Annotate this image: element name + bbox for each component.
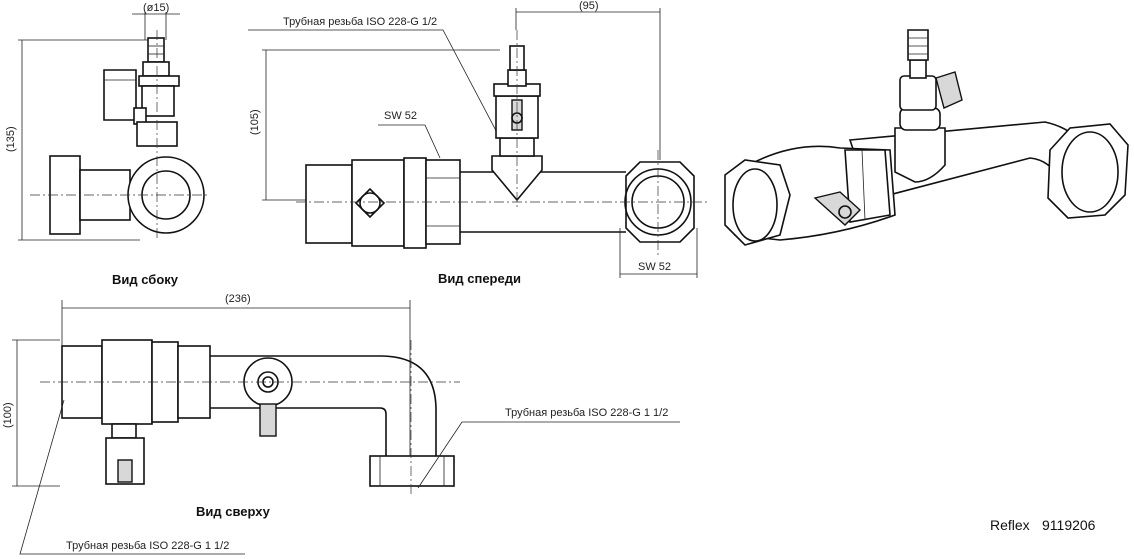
- side-view-caption: Вид сбоку: [112, 272, 179, 287]
- top-thread-note-right: Трубная резьба ISO 228-G 1 1/2: [505, 407, 668, 419]
- top-view-caption: Вид сверху: [196, 504, 271, 519]
- side-height-dim: (135): [5, 126, 17, 152]
- brand-name: Reflex: [990, 517, 1030, 533]
- side-diameter-dim: (ø15): [143, 2, 169, 14]
- top-thread-note-left: Трубная резьба ISO 228-G 1 1/2: [66, 540, 229, 552]
- front-view: Трубная резьба ISO 228-G 1/2 (95) (105) …: [248, 0, 710, 278]
- front-view-caption: Вид спереди: [438, 271, 521, 286]
- front-sw-upper: SW 52: [384, 110, 417, 122]
- front-sw-lower: SW 52: [638, 261, 671, 273]
- top-length-dim: (236): [225, 293, 251, 305]
- front-height-dim: (105): [249, 109, 261, 135]
- side-view: (ø15) (135): [5, 2, 210, 241]
- front-width-dim: (95): [579, 0, 599, 12]
- front-thread-note: Трубная резьба ISO 228-G 1/2: [283, 16, 437, 28]
- brand-code: 9119206: [1042, 517, 1096, 533]
- top-view: (236) (100) Трубная резьба ISO 228-G: [2, 293, 680, 555]
- top-height-dim: (100): [2, 402, 14, 428]
- isometric-view: [724, 29, 1129, 246]
